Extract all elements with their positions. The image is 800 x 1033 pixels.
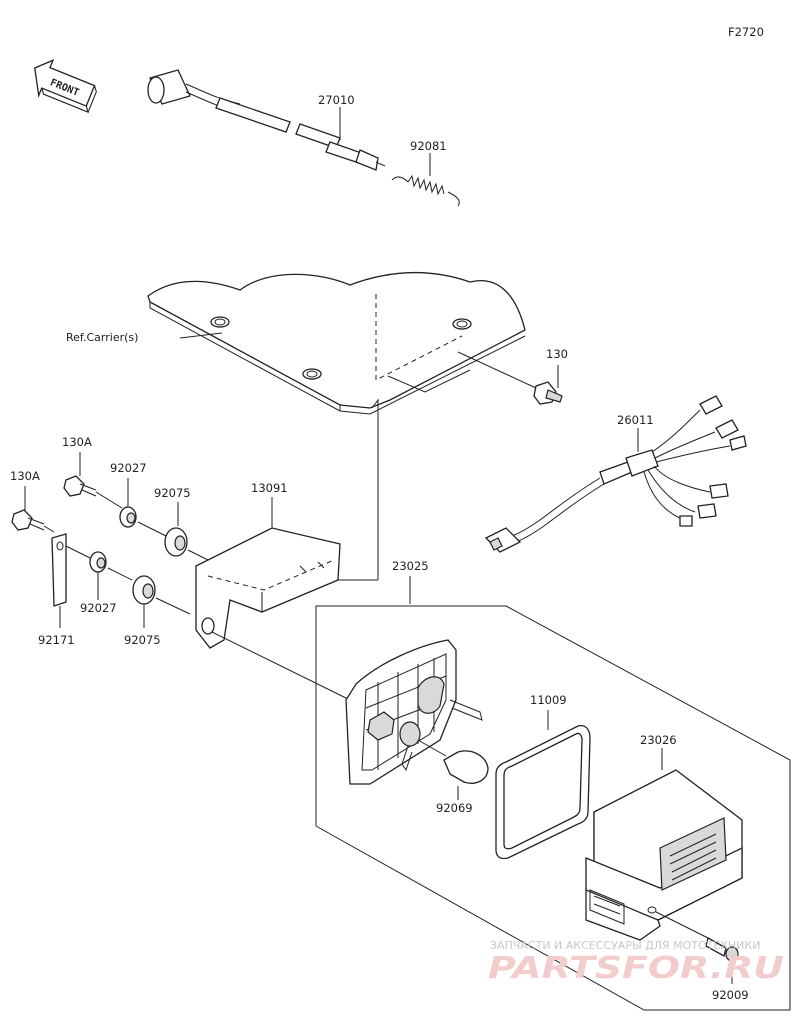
- gasket-11009: [495, 710, 591, 860]
- lens-23026: [585, 748, 743, 941]
- label-13091: 13091: [251, 481, 288, 495]
- plate-92171: [51, 533, 67, 628]
- bulb-92069: [417, 739, 489, 800]
- label-11009: 11009: [530, 693, 567, 707]
- assembly-box-23025: [315, 576, 791, 1011]
- label-92081: 92081: [410, 139, 447, 153]
- watermark-brand: PARTSFOR.RU: [488, 951, 784, 986]
- collar-92027-lower: [65, 545, 133, 600]
- diagram-code: F2720: [728, 25, 764, 39]
- label-92075-upper: 92075: [154, 486, 191, 500]
- label-92069: 92069: [436, 801, 473, 815]
- collar-92027-upper: [119, 478, 167, 537]
- bracket-13091: [195, 497, 351, 701]
- label-26011: 26011: [617, 413, 654, 427]
- grommet-92075-upper: [164, 502, 213, 563]
- label-23026: 23026: [640, 733, 677, 747]
- ref-carrier-label: Ref.Carrier(s): [66, 331, 138, 344]
- lamp-base: [345, 639, 483, 785]
- harness-26011: [484, 395, 747, 553]
- label-130A-upper: 130A: [62, 435, 92, 449]
- label-130A-lower: 130A: [10, 469, 40, 483]
- label-92075-lower: 92075: [124, 633, 161, 647]
- label-92027-upper: 92027: [110, 461, 147, 475]
- grommet-92075-lower: [132, 575, 191, 628]
- screw-92009: [655, 911, 739, 984]
- label-92171: 92171: [38, 633, 75, 647]
- label-130: 130: [546, 347, 568, 361]
- label-27010: 27010: [318, 93, 355, 107]
- bolt-130: [457, 351, 563, 405]
- spring-92081: [391, 153, 460, 207]
- label-92027-lower: 92027: [80, 601, 117, 615]
- brake-switch-27010: [147, 69, 386, 171]
- watermark-tagline: ЗАПЧАСТИ И АКСЕССУАРЫ ДЛЯ МОТОТЕХНИКИ: [490, 939, 760, 952]
- label-92009: 92009: [712, 988, 749, 1002]
- bolt-130A-upper: [63, 452, 123, 509]
- bolt-130A-lower: [11, 486, 55, 533]
- label-23025: 23025: [392, 559, 429, 573]
- carrier-plate: [147, 271, 526, 581]
- front-arrow-icon: FRONT: [34, 59, 97, 114]
